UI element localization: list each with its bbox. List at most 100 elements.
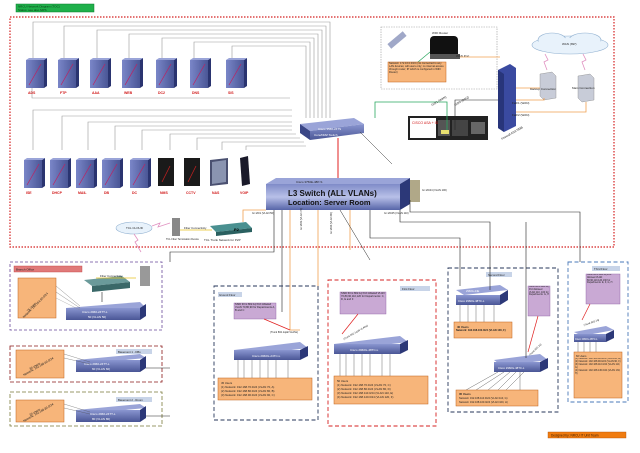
first-switch[interactable] bbox=[334, 344, 400, 354]
wan-cloud: WAN (ISP) bbox=[531, 32, 609, 55]
server-mail[interactable]: MAIL bbox=[76, 158, 97, 195]
ground-network-1: (1) Network: 192.168.70.0/24 (VLAN 70, A… bbox=[221, 385, 274, 389]
router-cable1-label: Gi0/1 (WAN) bbox=[431, 95, 448, 107]
second-floor: Second Floor 2960G-24E Cisco 2960G-48TC-… bbox=[447, 222, 559, 413]
server-dc[interactable]: DC bbox=[130, 158, 151, 195]
first-switch-model: Cisco 2960G-48TC-L bbox=[350, 348, 379, 352]
branch-switch-vlan: 50 (VLAN 50) bbox=[88, 315, 106, 319]
second-bottom-network-2: Network: 192.168.100.0/24 (VLAN 100, H) bbox=[459, 400, 508, 404]
second-title: Second Floor bbox=[488, 273, 505, 277]
second-bottom-switch-model: Cisco 2960G-48TC-L bbox=[498, 366, 525, 370]
basement1-title: Basement 1 - DBs bbox=[118, 350, 141, 354]
basement1-switch-vlan: 60 (VLAN 60) bbox=[92, 367, 110, 371]
server-ads[interactable]: ADS bbox=[26, 58, 47, 95]
server-label: SIS bbox=[228, 91, 234, 95]
uplink-label-5: Gi 1/0/4 (VLAN 80) bbox=[329, 212, 333, 234]
third-network-3: (3) Network: 192.168.110.0/24 (VLAN 110,… bbox=[575, 362, 620, 369]
wireless-link-1 bbox=[543, 53, 549, 71]
ground-network-3: (3) Network: 192.168.90.0/24 (VLAN 90, C… bbox=[221, 393, 275, 397]
tcl-server-icon bbox=[172, 218, 180, 236]
basement1-switch[interactable] bbox=[76, 360, 140, 372]
third-floor: Third Floor SSID 96 is 802.1q Port Allow… bbox=[567, 261, 629, 403]
wifi-router-label: WIFI Router bbox=[432, 31, 448, 35]
branch-switch[interactable] bbox=[66, 308, 140, 320]
server-label: CCTV bbox=[186, 191, 196, 195]
second-top-users: 40 Users bbox=[457, 325, 469, 329]
first-network-4: (4) Network: 192.168.120.0/24 (VLAN 120,… bbox=[337, 395, 394, 399]
l3-switch[interactable]: Cisco 3750E-48P-S L3 Switch (ALL VLANs) … bbox=[266, 178, 420, 210]
main-modem-label: Main Connection bbox=[572, 86, 595, 90]
server-label: ISE bbox=[26, 191, 32, 195]
router-asa[interactable]: CISCO ASA + IDS/IPS bbox=[408, 116, 488, 140]
server-db[interactable]: DB bbox=[102, 158, 123, 195]
first-note: SSID 60 is 802.1q Port Allowed VLAN 70,8… bbox=[341, 292, 385, 301]
server-nms[interactable]: NMS bbox=[158, 158, 174, 195]
core-switch-model: Cisco 3560-24TS bbox=[318, 127, 341, 131]
server-dhcp[interactable]: DHCP bbox=[50, 158, 71, 195]
router-cable2-label: Gi0/0 (DMZ) bbox=[454, 95, 470, 107]
second-top-switch[interactable] bbox=[456, 295, 500, 305]
second-bottom-users: 35 Users bbox=[459, 392, 471, 396]
l3-uplinks bbox=[169, 200, 581, 331]
basement1-users: 30 Users bbox=[29, 361, 42, 371]
l3-switch-model: Cisco 3750E-48P-S bbox=[296, 180, 322, 184]
basement-1: Basement 1 - DBs 30 Users Network: 192.1… bbox=[9, 345, 170, 383]
footer-credit-text: Designed by: NRCU IT Unit Team bbox=[551, 434, 599, 438]
l3-switch-location: Location: Server Room bbox=[288, 198, 371, 207]
server-label: ADS bbox=[28, 91, 36, 95]
server-ise[interactable]: ISE bbox=[24, 158, 45, 195]
green-link bbox=[374, 101, 448, 130]
main-modem[interactable]: Main Connection bbox=[572, 73, 595, 103]
server-web[interactable]: WEB bbox=[122, 58, 143, 95]
server-dc2[interactable]: DC2 bbox=[156, 58, 177, 95]
second-bottom-switch[interactable] bbox=[494, 362, 540, 372]
uplink-label-4: Gi 1/0/3 (VLAN 70) bbox=[299, 208, 303, 230]
basement2-switch-model: Cisco 2960-24TT-L bbox=[90, 412, 116, 416]
basement2-users: 20 Users bbox=[29, 407, 42, 417]
server-cctv[interactable]: CCTV bbox=[184, 158, 200, 195]
server-label: DC2 bbox=[158, 91, 165, 95]
uplink-label-1: Gi 1/0/44 (VLAN 100) bbox=[422, 188, 447, 192]
third-title: Third Floor bbox=[594, 267, 608, 271]
second-top-switch-vlan: 2960G-24E bbox=[466, 289, 480, 293]
router-label: CISCO ASA + IDS/IPS bbox=[412, 121, 448, 125]
l3-switch-title: L3 Switch (ALL VLANs) bbox=[288, 189, 377, 198]
backup-modem[interactable]: Backup Connection bbox=[530, 71, 556, 101]
first-trunk: (Trunk 802.1q/all VLANs) bbox=[343, 324, 369, 341]
second-bottom-network-1: Network: 192.168.110.0/24 (VLAN 110, G) bbox=[459, 396, 508, 400]
ground-switch[interactable] bbox=[234, 350, 300, 360]
core-switch-name: Core/DMZ Switch bbox=[314, 133, 338, 137]
ground-network-2: (2) Network: 192.168.80.0/24 (VLAN 80, B… bbox=[221, 389, 275, 393]
server-sis[interactable]: SIS bbox=[226, 58, 247, 95]
tcl-fiber-label: Fiber Connectivity bbox=[184, 226, 207, 230]
server-ftp[interactable]: FTP bbox=[58, 58, 79, 95]
basement1-switch-model: Cisco 2960-24TT-L bbox=[84, 362, 110, 366]
uplink-label-3: Gi 1/0/1 (VLAN 50) bbox=[252, 211, 274, 215]
branch-users: 75 Users bbox=[26, 301, 38, 313]
ground-note: SSID 30 is 802.1q Port Allowed VLAN 70,8… bbox=[235, 303, 275, 312]
server-nas[interactable]: NAS bbox=[210, 158, 228, 195]
wifi-note-box bbox=[387, 61, 447, 83]
firewall[interactable]: Firewall ASA 5585 bbox=[498, 64, 524, 141]
first-floor: First Floor SSID 60 is 802.1q Port Allow… bbox=[327, 279, 437, 427]
branch-fiber-label: Fiber Connectivity bbox=[100, 274, 123, 278]
server-aaa[interactable]: AAA bbox=[90, 58, 111, 95]
core-switch[interactable]: Cisco 3560-24TS Core/DMZ Switch bbox=[300, 118, 364, 140]
server-label: MAIL bbox=[78, 191, 87, 195]
basement2-switch[interactable] bbox=[76, 410, 140, 422]
wifi-port-label: WAN Port bbox=[456, 54, 469, 58]
ground-users: 45 Users bbox=[221, 381, 233, 385]
wan-cloud-label: WAN (ISP) bbox=[562, 42, 577, 46]
ground-trunk: (Trunk 802.1q/all VLANs) bbox=[270, 331, 298, 334]
server-dns[interactable]: DNS bbox=[190, 58, 211, 95]
third-trunk: (Trunk 802.1q) bbox=[583, 318, 600, 326]
first-title: First Floor bbox=[402, 287, 415, 291]
tcl-switch-label: P2 bbox=[234, 227, 240, 232]
server-voip[interactable]: VOIP bbox=[240, 156, 250, 195]
third-switch[interactable] bbox=[574, 334, 606, 342]
second-top-network: Network: 192.168.100.0/24 (VLAN 100, F) bbox=[456, 329, 506, 332]
first-network-1: (1) Network: 192.168.70.0/24 (VLAN 70, C… bbox=[337, 383, 391, 387]
basement2-switch-vlan: 80 (VLAN 80) bbox=[92, 417, 110, 421]
footer-credit: Designed by: NRCU IT Unit Team bbox=[547, 431, 627, 439]
